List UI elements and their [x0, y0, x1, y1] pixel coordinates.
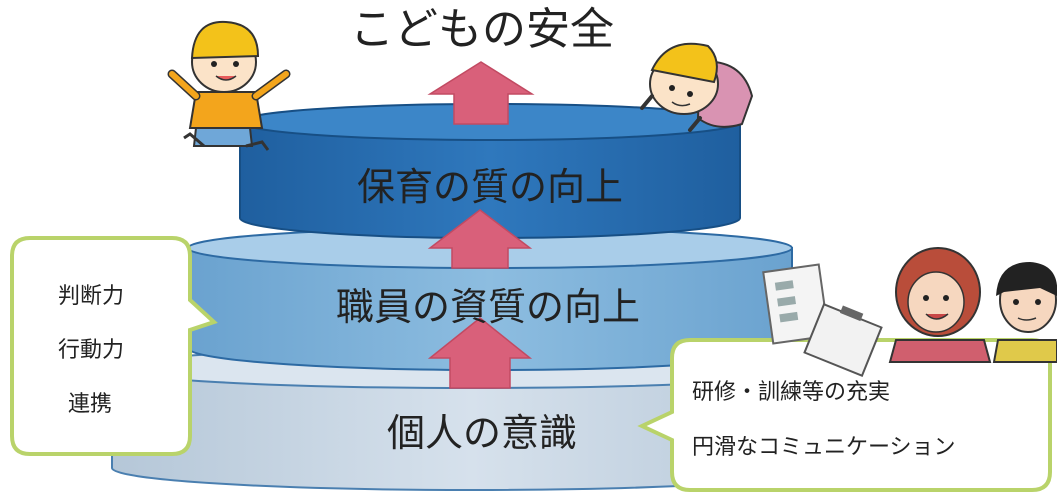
left-bubble-line-2: 行動力: [58, 338, 125, 363]
left-speech-bubble: [10, 236, 218, 456]
documents-illustration: [762, 263, 883, 378]
arrow-middle-to-top: [427, 209, 533, 269]
left-bubble-line-3: 連携: [68, 392, 113, 417]
right-bubble-line-2: 円滑なコミュニケーション: [692, 435, 956, 460]
child-leaning-illustration: [640, 42, 754, 132]
goal-label: こどもの安全: [350, 4, 614, 55]
left-bubble-line-1: 判断力: [58, 284, 125, 309]
teacher-man-illustration: [992, 262, 1057, 363]
arrow-top-to-goal: [427, 61, 535, 125]
teacher-woman-illustration: [888, 247, 992, 363]
tier-bottom-label: 個人の意識: [387, 411, 577, 455]
tier-middle-label: 職員の資質の向上: [336, 285, 640, 329]
child-running-illustration: [167, 20, 291, 151]
tier-top-label: 保育の質の向上: [357, 165, 623, 209]
arrow-bottom-to-middle: [427, 317, 533, 389]
right-bubble-line-1: 研修・訓練等の充実: [692, 380, 891, 405]
